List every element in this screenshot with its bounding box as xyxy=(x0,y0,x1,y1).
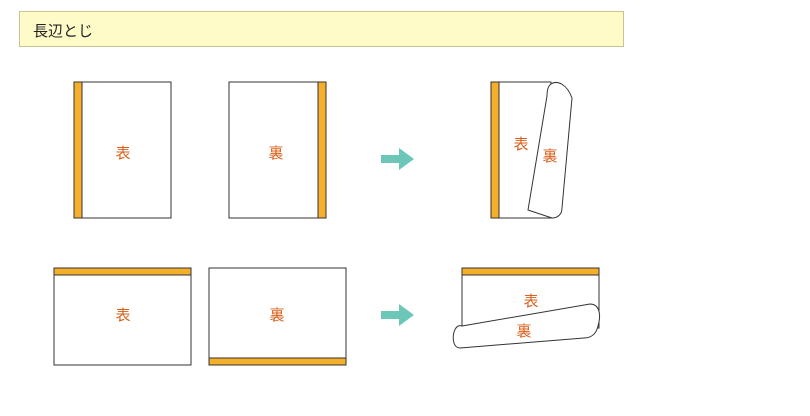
binding-edge-top xyxy=(461,267,600,276)
portrait-front-page: 表 xyxy=(73,81,172,219)
arrow-right-icon xyxy=(381,304,414,326)
header-bar: 長辺とじ xyxy=(19,11,624,47)
binding-edge-left xyxy=(73,81,83,219)
arrow-right-icon xyxy=(381,148,414,170)
front-label: 表 xyxy=(115,144,130,162)
landscape-back-page: 裏 xyxy=(208,267,347,366)
portrait-back-page: 裏 xyxy=(228,81,327,219)
curled-page xyxy=(452,303,601,349)
binding-edge-right xyxy=(317,81,327,219)
page-title: 長辺とじ xyxy=(33,22,94,40)
curled-page xyxy=(527,82,573,219)
portrait-result: 表 裏 xyxy=(490,81,573,219)
front-label: 表 xyxy=(115,306,130,324)
back-label: 裏 xyxy=(268,144,283,162)
landscape-front-page: 表 xyxy=(53,267,192,366)
binding-edge-bottom xyxy=(208,357,347,366)
front-label: 表 xyxy=(523,292,538,310)
landscape-result: 表 裏 xyxy=(452,267,601,349)
binding-edge-left xyxy=(490,81,500,219)
front-label: 表 xyxy=(513,135,528,153)
back-label: 裏 xyxy=(269,306,284,324)
back-label: 裏 xyxy=(516,322,531,340)
back-label: 裏 xyxy=(542,147,557,165)
binding-edge-top xyxy=(53,267,192,276)
